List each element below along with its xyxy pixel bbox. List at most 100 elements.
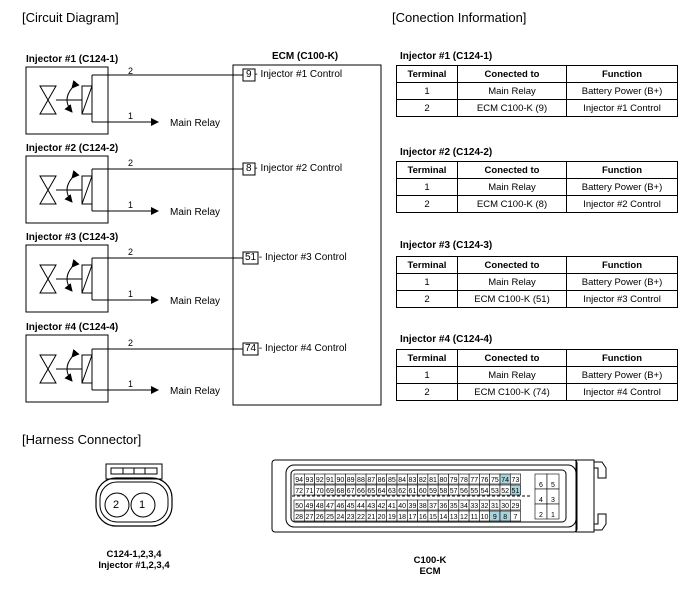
ecm-pin-73 bbox=[509, 473, 521, 485]
ecm-pin-13-label: 13 bbox=[450, 514, 458, 521]
ecm-pin-67-label: 67 bbox=[347, 488, 355, 495]
ecm-pin-91-label: 91 bbox=[326, 477, 334, 484]
ecm-pin-33-label: 33 bbox=[470, 503, 478, 510]
injector-3-title: Injector #3 (C124-3) bbox=[26, 232, 119, 243]
ecm-pin-40-label: 40 bbox=[398, 503, 406, 510]
ecm-pin-52-label: 52 bbox=[501, 488, 509, 495]
ecm-pin-27-label: 27 bbox=[306, 514, 314, 521]
ecm-pin-16-label: 16 bbox=[419, 514, 427, 521]
injector-4-pin-bottom: 1 bbox=[128, 379, 134, 389]
ecm-pin-47-label: 47 bbox=[326, 503, 334, 510]
ecm-pin-65-label: 65 bbox=[367, 488, 375, 495]
ecm-pin-38-label: 38 bbox=[419, 503, 427, 510]
ecm-pin-60-label: 60 bbox=[419, 488, 427, 495]
ecm-pin-36-label: 36 bbox=[439, 503, 447, 510]
ecm-pin-20-label: 20 bbox=[378, 514, 386, 521]
ecm-pin-79-label: 79 bbox=[450, 477, 458, 484]
ecm-pin-93-label: 93 bbox=[306, 477, 314, 484]
ecm-connector-caption-line2: ECM bbox=[419, 566, 441, 577]
ecm-pin-24-label: 24 bbox=[336, 514, 344, 521]
ecm-pin-72-label: 72 bbox=[295, 488, 303, 495]
ecm-pin-48-label: 48 bbox=[316, 503, 324, 510]
ecm-pin-92-label: 92 bbox=[316, 477, 324, 484]
ecm-pin-26-label: 26 bbox=[316, 514, 324, 521]
ecm-title: ECM (C100-K) bbox=[272, 51, 339, 62]
ecm-pin-88-label: 88 bbox=[357, 477, 365, 484]
col-terminal: Terminal bbox=[396, 65, 458, 83]
conn-table-1-title: Injector #1 (C124-1) bbox=[400, 51, 493, 62]
ecm-pin-56-label: 56 bbox=[460, 488, 468, 495]
ecm-pin-label-51: 51 - Injector #3 Control bbox=[245, 252, 347, 263]
ecm-pin-label-74: 74 - Injector #4 Control bbox=[245, 343, 347, 354]
inj-connector-caption: C124-1,2,3,4 Injector #1,2,3,4 bbox=[64, 549, 204, 571]
injector-3-circuit bbox=[25, 244, 243, 313]
ecm-pin-17-label: 17 bbox=[409, 514, 417, 521]
ecm-pin-83-label: 83 bbox=[409, 477, 417, 484]
injector-2-circuit bbox=[25, 155, 243, 224]
ecm-pin-22-label: 22 bbox=[357, 514, 365, 521]
ecm-pin-69-label: 69 bbox=[326, 488, 334, 495]
ecm-pin-7 bbox=[509, 510, 521, 522]
ecm-pin-94-label: 94 bbox=[295, 477, 303, 484]
injector-3-relay-label: Main Relay bbox=[170, 296, 221, 307]
ecm-pin-35-label: 35 bbox=[450, 503, 458, 510]
ecm-pin-64-label: 64 bbox=[378, 488, 386, 495]
ecm-pin-29 bbox=[509, 499, 521, 511]
ecm-pin-3-label: 3 bbox=[551, 497, 555, 504]
injector-4-title: Injector #4 (C124-4) bbox=[26, 322, 119, 333]
inj-connector-caption-line2: Injector #1,2,3,4 bbox=[98, 560, 170, 571]
ecm-pin-7-label: 7 bbox=[513, 514, 517, 521]
injector-3-pin-bottom: 1 bbox=[128, 289, 134, 299]
ecm-pin-70-label: 70 bbox=[316, 488, 324, 495]
ecm-pin-8-label: 8 bbox=[503, 514, 507, 521]
conn-table-3-title: Injector #3 (C124-3) bbox=[400, 240, 493, 251]
ecm-connector-caption: C100-K ECM bbox=[380, 555, 480, 577]
ecm-pin-89-label: 89 bbox=[347, 477, 355, 484]
col-function: Function bbox=[566, 65, 678, 83]
ecm-pin-50-label: 50 bbox=[295, 503, 303, 510]
ecm-pin-84-label: 84 bbox=[398, 477, 406, 484]
inj-connector-pin-1: 1 bbox=[139, 499, 146, 511]
ecm-pin-1-label: 1 bbox=[551, 512, 555, 519]
injector-4-relay-label: Main Relay bbox=[170, 386, 221, 397]
ecm-pin-34-label: 34 bbox=[460, 503, 468, 510]
ecm-pin-57-label: 57 bbox=[450, 488, 458, 495]
ecm-pin-46-label: 46 bbox=[336, 503, 344, 510]
ecm-pin-86-label: 86 bbox=[378, 477, 386, 484]
ecm-pin-12-label: 12 bbox=[460, 514, 468, 521]
ecm-pin-11-label: 11 bbox=[471, 514, 478, 521]
ecm-pin-82-label: 82 bbox=[419, 477, 427, 484]
ecm-connector-caption-line1: C100-K bbox=[413, 555, 447, 566]
ecm-pin-75-label: 75 bbox=[491, 477, 499, 484]
ecm-pin-53-label: 53 bbox=[491, 488, 499, 495]
ecm-pin-19-label: 19 bbox=[388, 514, 396, 521]
circuit-diagram-title: [Circuit Diagram] bbox=[22, 10, 119, 25]
inj-connector-caption-line1: C124-1,2,3,4 bbox=[106, 549, 162, 560]
injector-1-title: Injector #1 (C124-1) bbox=[26, 54, 119, 65]
injector-connector-drawing bbox=[95, 463, 173, 527]
injector-2-title: Injector #2 (C124-2) bbox=[26, 143, 119, 154]
ecm-pin-71-label: 71 bbox=[306, 488, 314, 495]
ecm-pin-6-label: 6 bbox=[539, 482, 543, 489]
conn-table-2-title: Injector #2 (C124-2) bbox=[400, 147, 493, 158]
ecm-pin-1 bbox=[546, 503, 560, 520]
ecm-pin-37-label: 37 bbox=[429, 503, 437, 510]
ecm-pin-15-label: 15 bbox=[429, 514, 437, 521]
injector-1-relay-label: Main Relay bbox=[170, 118, 221, 129]
harness-connector-title: [Harness Connector] bbox=[22, 432, 142, 447]
injector-2-pin-top: 2 bbox=[128, 158, 134, 168]
col-connected-to: Conected to bbox=[457, 65, 567, 83]
